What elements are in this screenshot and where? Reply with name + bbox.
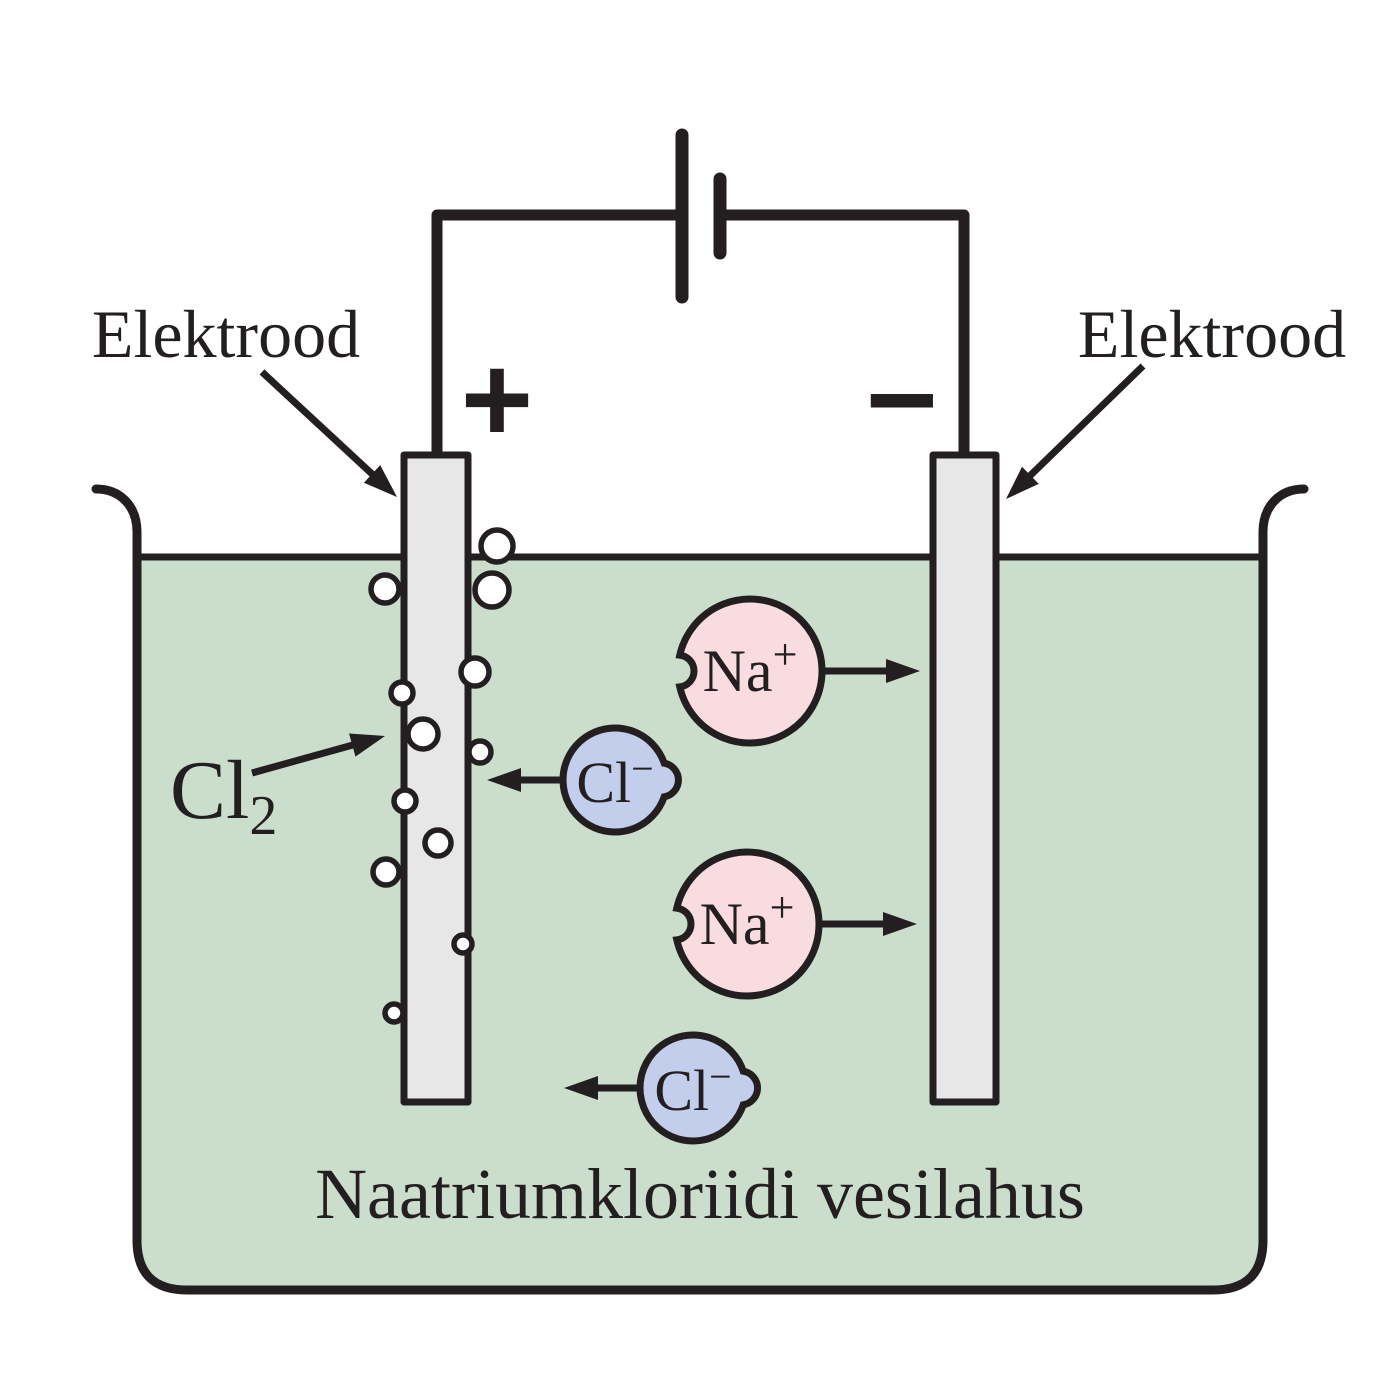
wire-left (431, 209, 682, 459)
sodium-ion-label: Na+ (703, 630, 798, 704)
gas-bubble (422, 827, 454, 859)
gas-bubble (382, 1001, 406, 1025)
gas-bubble (478, 527, 516, 565)
ion-motion-arrow-left (564, 1076, 639, 1100)
sodium-ion-body (672, 848, 823, 1000)
ion-motion-arrow-right (824, 659, 920, 683)
sodium-ion-label: Na+ (700, 883, 795, 957)
chlorine-gas-label: Cl2 (170, 744, 277, 847)
electrode-right-pointer-arrow (1006, 363, 1146, 499)
chlorine-gas-symbol: Cl (170, 744, 249, 837)
ion-motion-arrow-left (487, 768, 562, 792)
gas-bubble (388, 679, 416, 707)
plus-sign: + (461, 331, 533, 469)
gas-bubble (472, 570, 512, 610)
electrode-right (929, 451, 1000, 1106)
chloride-ion: Cl− (564, 1031, 762, 1145)
electrode-left (400, 451, 472, 1106)
gas-bubble (370, 856, 402, 888)
minus-sign: − (866, 331, 938, 469)
gas-bubble (451, 932, 475, 956)
sodium-ion-body (675, 595, 826, 747)
chloride-ion: Cl− (487, 724, 682, 836)
chloride-ion-body (559, 724, 682, 836)
ions: Na+ Cl− Na+ Cl− (487, 595, 920, 1145)
chlorine-gas-subscript: 2 (249, 785, 277, 847)
electrode-left-pointer-arrow (259, 369, 397, 497)
chlorine-gas-pointer-arrow (251, 733, 385, 777)
pointer-arrows (251, 363, 1146, 777)
wire-right (720, 209, 970, 459)
gas-bubble (391, 787, 419, 815)
chloride-ion-label: Cl− (576, 746, 653, 815)
sodium-ion: Na+ (672, 848, 917, 1000)
gas-bubble (466, 738, 494, 766)
solution-name-label: Naatriumkloriidi vesilahus (315, 1154, 1085, 1234)
sodium-ion: Na+ (675, 595, 920, 747)
chloride-ion-body (636, 1031, 762, 1145)
gas-bubble (368, 572, 402, 606)
gas-bubble (405, 716, 441, 752)
ion-motion-arrow-right (821, 912, 917, 936)
beaker-outline (91, 484, 1309, 1295)
electrode-right-label: Elektrood (1078, 296, 1346, 372)
electrode-left-label: Elektrood (92, 296, 360, 372)
gas-bubbles (368, 527, 516, 1025)
chloride-ion-label: Cl− (654, 1054, 731, 1123)
gas-bubble (458, 655, 492, 689)
